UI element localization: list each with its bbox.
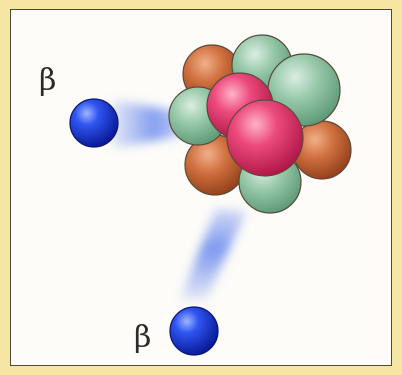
proton bbox=[227, 100, 303, 176]
nucleus-icon bbox=[169, 35, 351, 213]
beta-label-top: β bbox=[39, 66, 56, 96]
trail-bottom bbox=[180, 208, 246, 300]
beta-label-bottom: β bbox=[134, 323, 151, 353]
beta-particle-bottom bbox=[170, 307, 218, 355]
beta-particle-top bbox=[70, 99, 118, 147]
